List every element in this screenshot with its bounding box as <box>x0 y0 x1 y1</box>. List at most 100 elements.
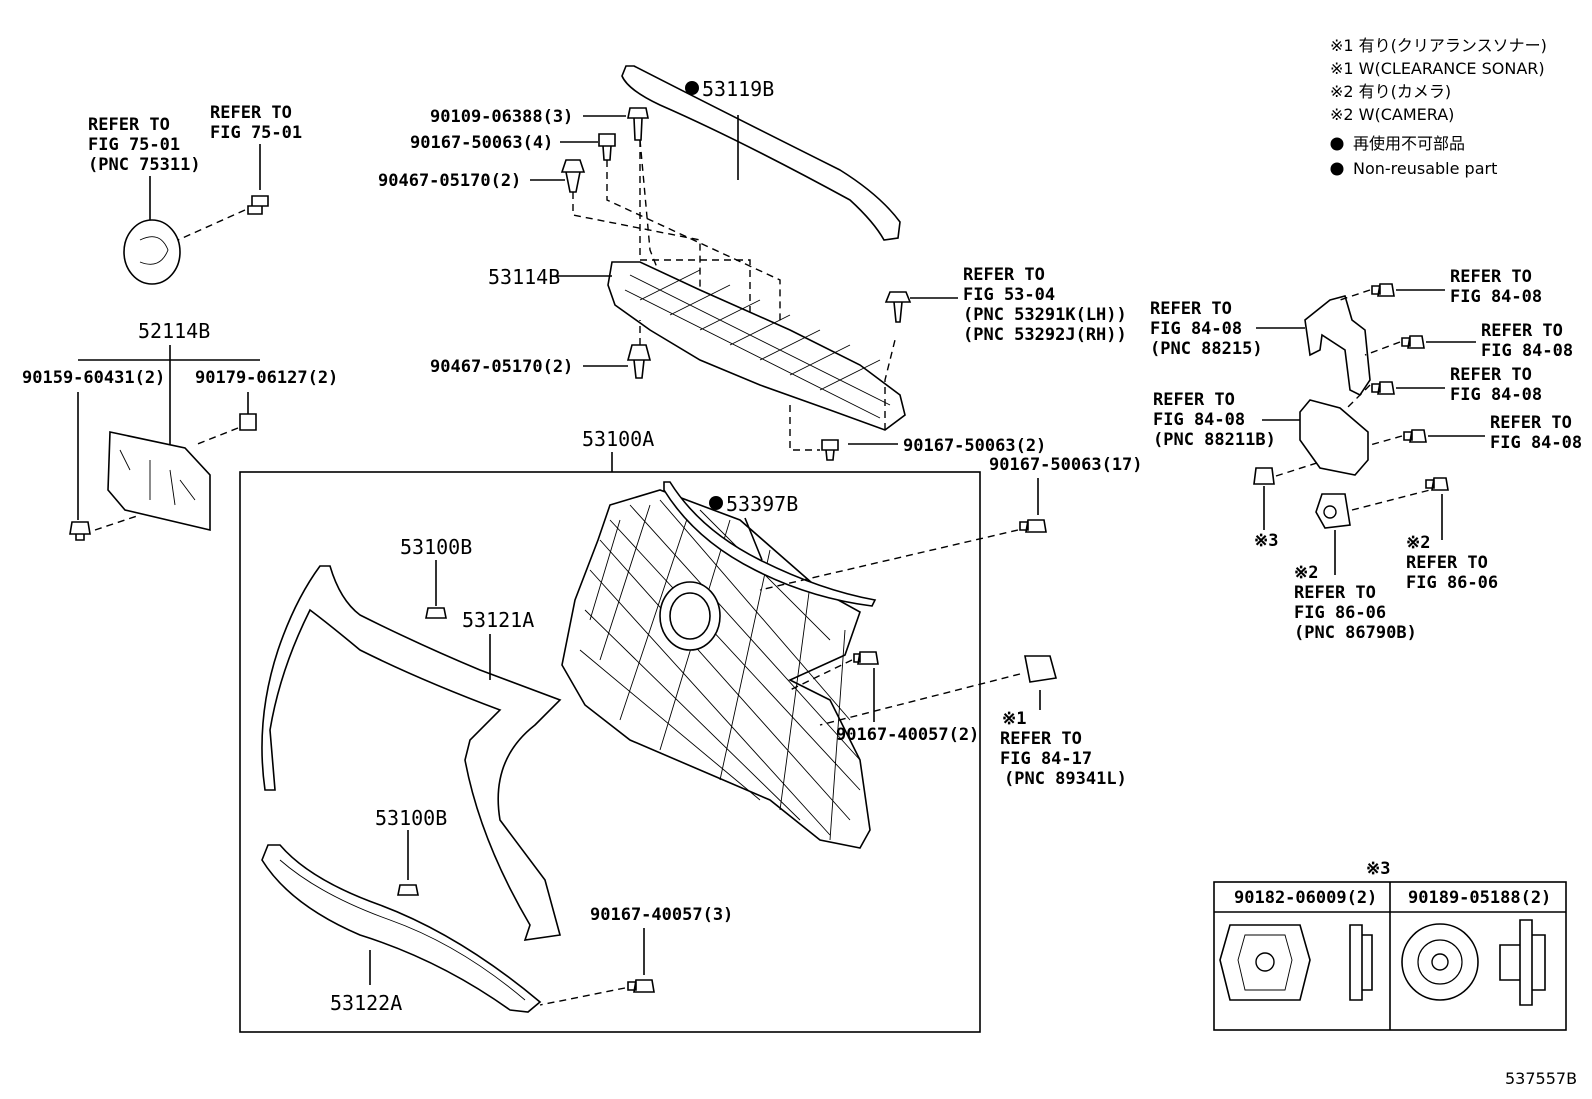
mark-3: ※3 <box>1254 531 1278 551</box>
grommet-side-icon <box>1499 919 1546 1006</box>
clip-icon <box>884 291 912 323</box>
bolt-icon <box>853 651 879 665</box>
dashed-guide <box>177 209 246 241</box>
clip-label-2: 90467-05170(2) <box>430 357 573 377</box>
refer-53-04-line2: FIG 53-04 <box>963 285 1055 305</box>
non-reusable-dot-icon <box>685 81 699 95</box>
refer-53-04-line1: REFER TO <box>963 265 1045 285</box>
part-number-53114b: 53114B <box>488 265 560 289</box>
clip-icon <box>560 159 586 193</box>
legend-line-2: ※1 W(CLEARANCE SONAR) <box>1330 59 1545 78</box>
dashed-guide <box>1364 341 1401 356</box>
refer-75-01b-line2: FIG 75-01 <box>210 123 302 143</box>
table-mark: ※3 <box>1366 859 1390 879</box>
bolt-icon <box>627 979 655 993</box>
nut-table: ※3 90182-06009(2) 90189-05188(2) <box>1213 859 1567 1031</box>
refer-84-08e-line2: FIG 84-08 <box>1153 410 1245 430</box>
camera-lens-icon <box>1323 505 1337 519</box>
part-number-52114b: 52114B <box>138 319 210 343</box>
top-fasteners: 90109-06388(3) 90167-50063(4) 90467-0517… <box>378 107 781 360</box>
legend: ※1 有り(クリアランスソナー) ※1 W(CLEARANCE SONAR) ※… <box>1330 36 1547 178</box>
camera-refer-1-line2: FIG 86-06 <box>1294 603 1386 623</box>
non-reusable-dot-icon <box>1330 162 1344 176</box>
clip-nut-side-icon <box>1349 924 1373 1001</box>
dashed-guide <box>94 514 141 531</box>
bolt-icon <box>821 439 839 461</box>
clip-icon <box>425 607 447 619</box>
legend-line-4: ※2 W(CAMERA) <box>1330 105 1454 124</box>
bolt-icon <box>1403 429 1427 443</box>
refer-53-04-line4: (PNC 53292J(RH)) <box>963 325 1127 345</box>
nut-icon <box>1253 467 1275 485</box>
refer-84-08a-line1: REFER TO <box>1450 267 1532 287</box>
upper-absorber-53114b: 53114B 90467-05170(2) 90167-50063(2) REF… <box>430 261 1127 461</box>
part-number-53121a: 53121A <box>462 608 534 632</box>
hole-icon <box>1431 953 1449 971</box>
camera-mark-1: ※2 <box>1294 563 1318 583</box>
plate-detail <box>119 449 196 506</box>
bolt-label-1: 90109-06388(3) <box>430 107 573 127</box>
refer-84-08e-line1: REFER TO <box>1153 390 1235 410</box>
camera-refer-1-line3: (PNC 86790B) <box>1294 623 1417 643</box>
refer-84-08b-line3: (PNC 88215) <box>1150 339 1263 359</box>
refer-84-08c-line1: REFER TO <box>1481 321 1563 341</box>
part-number-53100a: 53100A <box>582 427 654 451</box>
sensor-88211b-icon <box>1299 399 1369 476</box>
refer-84-17-line3: (PNC 89341L) <box>1004 769 1127 789</box>
bolt-icon <box>1401 335 1425 349</box>
dashed-guide <box>572 192 701 305</box>
grille-assembly-53100a: 53100A 53397B 90167-50063(17) 53100B 531… <box>239 427 1143 1033</box>
camera-refer-2-line1: REFER TO <box>1406 553 1488 573</box>
bolt-icon <box>1371 381 1395 395</box>
lexus-logo-icon <box>139 236 169 265</box>
dashed-guide <box>1275 461 1321 477</box>
dashed-guide <box>819 673 1021 726</box>
refer-75-01a-line1: REFER TO <box>88 115 170 135</box>
lower-molding-detail <box>279 859 526 1001</box>
dashed-guide <box>759 529 1019 591</box>
hole-icon <box>1255 952 1275 972</box>
refer-84-08d-line2: FIG 84-08 <box>1450 385 1542 405</box>
bracket-88215-icon <box>1304 295 1371 397</box>
part-number-53119b: 53119B <box>702 77 774 101</box>
nut-icon <box>239 413 257 431</box>
refer-84-08f-line2: FIG 84-08 <box>1490 433 1582 453</box>
table-header-1: 90182-06009(2) <box>1234 888 1377 908</box>
dashed-guide <box>1344 384 1371 411</box>
part-number-53397b: 53397B <box>726 492 798 516</box>
bolt-icon <box>1425 477 1449 491</box>
license-bracket-52114b: 52114B 90159-60431(2) 90179-06127(2) <box>22 319 338 541</box>
molding-53397b-icon <box>663 481 877 607</box>
refer-84-08d-line1: REFER TO <box>1450 365 1532 385</box>
legend-line-1: ※1 有り(クリアランスソナー) <box>1330 36 1547 55</box>
dashed-guide <box>884 339 896 430</box>
bolt-icon <box>69 521 91 541</box>
part-number-53100b-1: 53100B <box>400 535 472 559</box>
refer-75-01a-line3: (PNC 75311) <box>88 155 201 175</box>
nut-label-1: 90179-06127(2) <box>195 368 338 388</box>
refer-84-17-line2: FIG 84-17 <box>1000 749 1092 769</box>
bolt-label-6: 90167-40057(2) <box>836 725 979 745</box>
emblem-icon <box>123 219 181 285</box>
refer-75-01a-line2: FIG 75-01 <box>88 135 180 155</box>
legend-line-3: ※2 有り(カメラ) <box>1330 82 1451 101</box>
dashed-guide <box>639 140 751 345</box>
upper-seal-53119b: 53119B <box>621 65 901 241</box>
refer-84-08c-line2: FIG 84-08 <box>1481 341 1573 361</box>
plate-bracket-icon <box>107 431 211 532</box>
refer-84-17-line1: REFER TO <box>1000 729 1082 749</box>
dashed-guide <box>1339 289 1371 301</box>
nut-icon <box>247 195 269 215</box>
bolt-label-4: 90159-60431(2) <box>22 368 165 388</box>
emblem-mount-inner <box>669 592 711 640</box>
clip-label-1: 90467-05170(2) <box>378 171 521 191</box>
dashed-guide <box>1351 489 1431 511</box>
legend-line-6: Non-reusable part <box>1353 159 1497 178</box>
emblem-group: REFER TO FIG 75-01 (PNC 75311) REFER TO … <box>88 103 302 285</box>
dashed-guide <box>194 427 239 446</box>
refer-84-08a-line2: FIG 84-08 <box>1450 287 1542 307</box>
bolt-icon <box>1371 283 1395 297</box>
sonar-mark: ※1 <box>1002 709 1026 729</box>
bolt-label-5: 90167-50063(17) <box>989 455 1143 475</box>
